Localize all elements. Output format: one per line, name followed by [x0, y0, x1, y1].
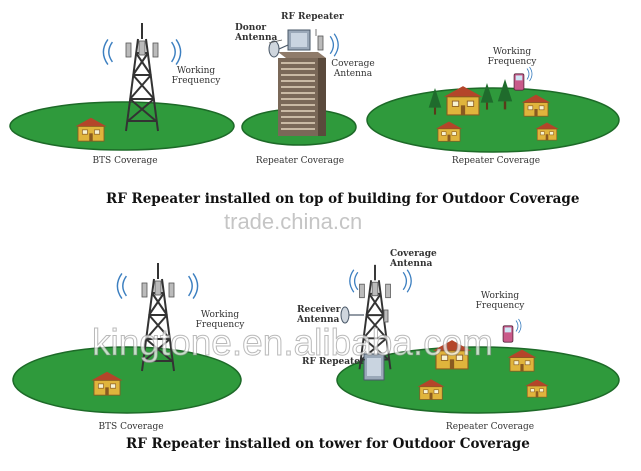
working-frequency-label: Working Frequency	[475, 291, 525, 311]
bts-coverage-label: BTS Coverage	[92, 156, 158, 166]
donor-antenna-label: Donor Antenna	[235, 23, 278, 43]
working-frequency-label: Working Frequency	[195, 310, 245, 330]
repeater-coverage-ground	[336, 346, 620, 414]
coverage-antenna-icon	[383, 309, 389, 323]
receiver-antenna-icon	[340, 306, 364, 324]
repeater-coverage-ground	[366, 87, 620, 153]
top-repeater-coverage-panel	[366, 66, 620, 153]
signal-waves-right	[402, 269, 412, 293]
repeater-coverage-label: Repeater Coverage	[451, 156, 541, 166]
caption-building: RF Repeater installed on top of building…	[106, 191, 580, 207]
working-frequency-label: Working Frequency	[171, 66, 221, 86]
signal-waves-right	[329, 33, 339, 57]
top-building-panel	[241, 29, 357, 146]
receiver-antenna-label: Receiver Antenna	[297, 305, 341, 325]
signal-waves-right	[170, 38, 182, 66]
bts-coverage-ground	[9, 101, 235, 151]
coverage-antenna-label: Coverage Antenna	[390, 249, 437, 269]
signal-waves-left	[102, 38, 114, 66]
caption-tower: RF Repeater installed on tower for Outdo…	[126, 436, 530, 452]
phone-icon	[513, 73, 525, 91]
working-frequency-label: Working Frequency	[487, 47, 537, 67]
bottom-repeater-panel	[336, 263, 620, 414]
phone-icon	[502, 325, 514, 343]
building-icon	[278, 52, 326, 136]
signal-waves-right	[187, 272, 199, 300]
signal-waves-right	[526, 66, 533, 82]
bts-coverage-label: BTS Coverage	[98, 422, 164, 432]
repeater-coverage-label: Repeater Coverage	[255, 156, 345, 166]
coverage-antenna-icon	[317, 35, 324, 51]
bts-coverage-ground	[12, 346, 242, 414]
signal-waves-left	[349, 269, 359, 293]
rf-repeater-unit	[287, 29, 311, 51]
coverage-antenna-label: Coverage Antenna	[331, 59, 375, 79]
rf-repeater-unit	[363, 353, 385, 381]
bottom-bts-panel	[12, 261, 242, 414]
donor-antenna-icon	[268, 40, 289, 58]
rf-repeater-title: RF Repeater	[281, 12, 344, 22]
house-icon	[432, 339, 472, 370]
top-bts-panel	[9, 22, 235, 151]
signal-waves-right	[515, 318, 522, 334]
signal-waves-left	[116, 272, 128, 300]
rf-repeater-label: RF Repeater	[302, 357, 365, 367]
repeater-coverage-label: Repeater Coverage	[445, 422, 535, 432]
